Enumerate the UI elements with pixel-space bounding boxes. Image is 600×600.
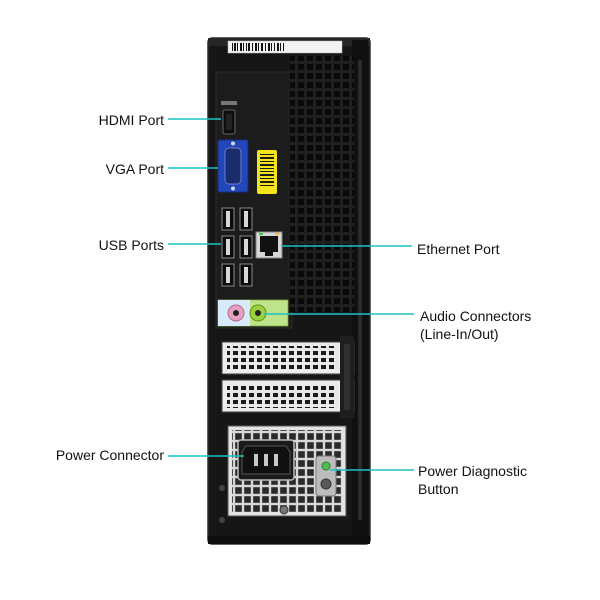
label-vga-port: VGA Port [105,161,164,177]
leader-lines [168,118,414,471]
ethernet-port [255,231,283,259]
ventilation-grid [290,56,354,312]
power-supply [227,425,347,517]
hdmi-port [221,101,237,135]
audio-connectors [217,299,289,327]
service-tag-sticker [227,40,343,54]
power-diagnostic-button [315,455,337,497]
label-ethernet-port: Ethernet Port [417,241,500,257]
expansion-slots [221,336,355,418]
label-audio-connectors: Audio Connectors [420,308,532,324]
power-connector-socket [237,439,295,481]
vga-port [217,139,249,193]
label-power-diagnostic: Power Diagnostic [418,463,527,479]
yellow-sticker [257,150,277,194]
label-power-connector: Power Connector [55,447,164,463]
label-power-diagnostic-button: Button [418,481,459,497]
label-hdmi-port: HDMI Port [98,112,164,128]
label-usb-ports: USB Ports [98,237,164,253]
label-audio-line-in-out: (Line-In/Out) [420,326,499,342]
usb-ports [221,207,253,287]
